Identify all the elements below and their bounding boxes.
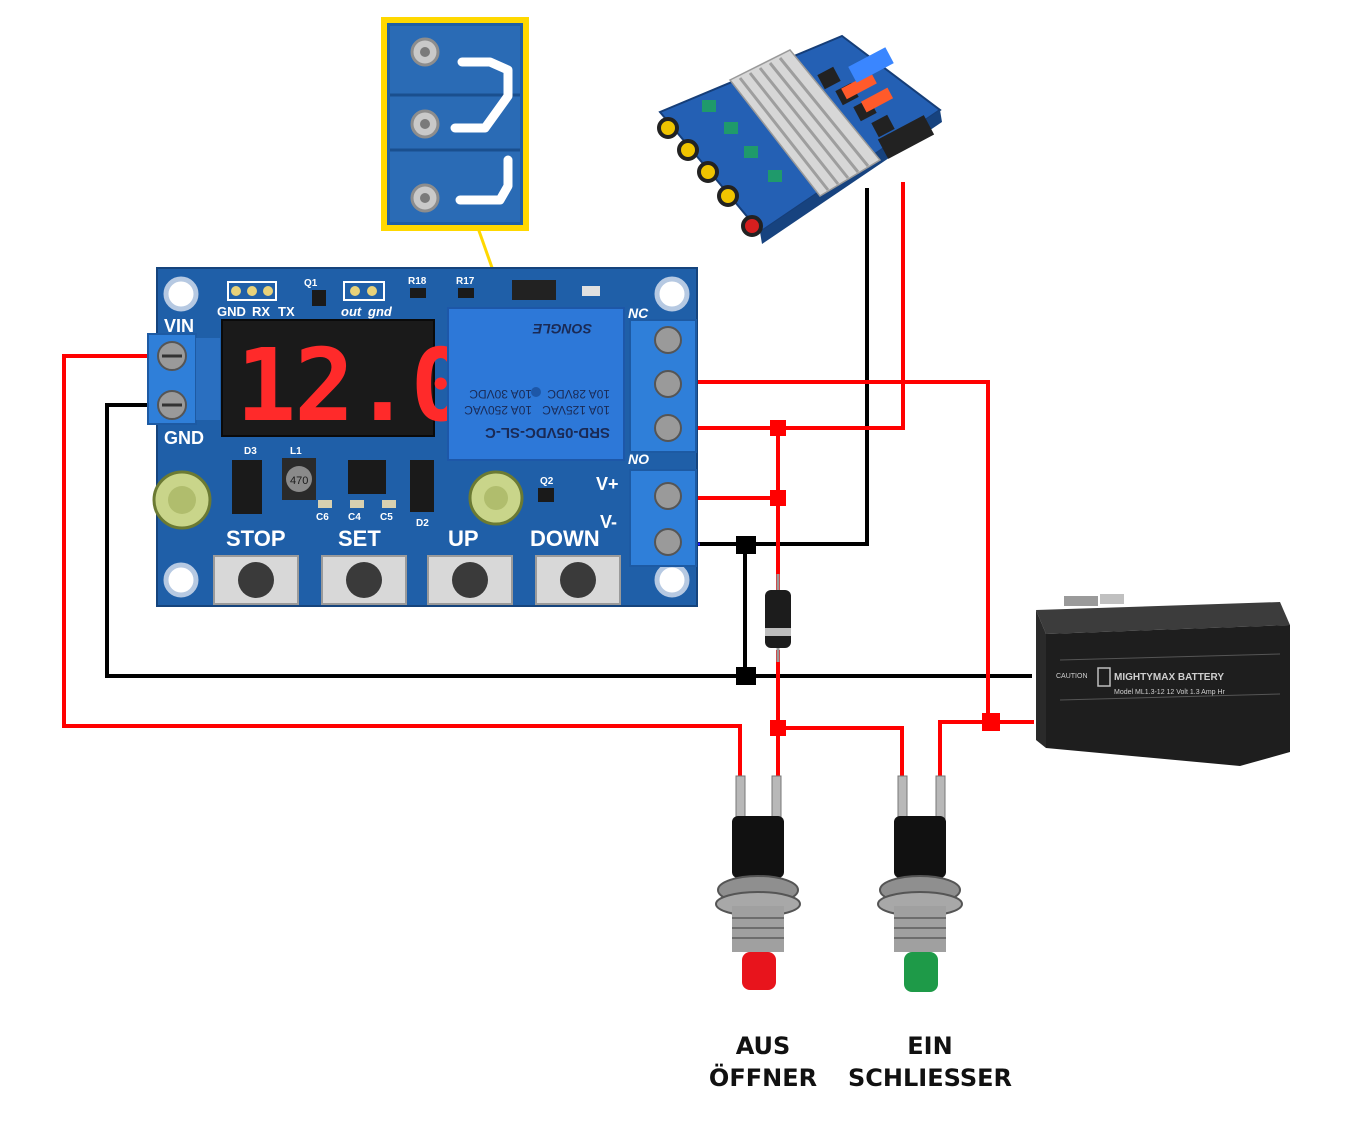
vin-label: VIN xyxy=(164,316,194,336)
d3-label: D3 xyxy=(244,446,257,457)
terminal-block-left: VIN GND xyxy=(147,316,220,448)
battery-brand: MIGHTYMAX BATTERY xyxy=(1114,672,1224,683)
l1-label: L1 xyxy=(290,446,302,457)
relay-contacts-closeup-icon xyxy=(410,37,513,213)
mounting-hole xyxy=(654,562,690,598)
relay-rating-3: 10A 30VDC xyxy=(469,387,532,401)
green-cap xyxy=(904,952,938,992)
switch-captions: AUS ÖFFNER EIN SCHLIESSER xyxy=(709,1032,1012,1092)
battery-logo-icon xyxy=(1097,667,1111,687)
out-label: out xyxy=(341,304,362,319)
mounting-hole xyxy=(654,276,690,312)
wire-gnd-to-battery xyxy=(105,403,1032,678)
wire-com-to-battery xyxy=(678,380,990,722)
terminal-block-power: V+ V- xyxy=(596,469,697,567)
header-label-gnd: GND xyxy=(217,304,246,319)
relay-brand: SONGLE xyxy=(532,321,592,337)
inductor-label: 470 xyxy=(290,475,308,487)
wire-to-on-switch xyxy=(778,726,904,778)
stop-button[interactable] xyxy=(213,555,299,605)
relay-rating-4: 10A 28VDC xyxy=(547,387,610,401)
gnd-terminal-label: GND xyxy=(164,428,204,448)
led xyxy=(582,286,600,296)
junction-dot xyxy=(770,720,786,736)
q2-label: Q2 xyxy=(540,476,554,487)
diode-d3 xyxy=(232,460,262,514)
off-switch-caption-line1: AUS xyxy=(736,1032,791,1060)
r17-label: R17 xyxy=(456,276,475,287)
stop-label: STOP xyxy=(226,526,286,551)
battery-model: Model ML1.3-12 12 Volt 1.3 Amp Hr xyxy=(1114,689,1226,696)
mounting-hole xyxy=(163,562,199,598)
out-header: out gnd xyxy=(341,281,393,319)
vplus-label: V+ xyxy=(596,474,619,494)
c5-label: C5 xyxy=(380,512,393,523)
d2-label: D2 xyxy=(416,518,429,529)
c6-label: C6 xyxy=(316,512,329,523)
c4-label: C4 xyxy=(348,512,361,523)
set-label: SET xyxy=(338,526,381,551)
wire-battery-to-on-switch xyxy=(938,720,1034,778)
relay-model: SRD-05VDC-SL-C xyxy=(485,424,610,441)
set-button[interactable] xyxy=(321,555,407,605)
gnd-label: gnd xyxy=(367,304,393,319)
serial-header: GND RX TX xyxy=(217,281,295,319)
components: D3 L1 470 D2 C6 C4 C5 Q2 xyxy=(152,446,554,530)
up-label: UP xyxy=(448,526,479,551)
seven-segment-display: 12.0 xyxy=(221,319,471,444)
red-cap xyxy=(742,952,776,990)
junction-dot xyxy=(770,420,786,436)
relay: SRD-05VDC-SL-C 10A 250VAC 10A 125VAC 10A… xyxy=(447,307,625,461)
display-value: 12.0 xyxy=(236,327,469,444)
on-switch[interactable] xyxy=(877,775,963,992)
down-button[interactable] xyxy=(535,555,621,605)
module-buttons: STOP SET UP DOWN xyxy=(213,526,621,605)
relay-timer-module: GND RX TX Q1 out gnd R18 R17 12.0 SRD-05… xyxy=(147,267,698,607)
ic-chip xyxy=(348,460,386,494)
relay-contacts-inset xyxy=(381,17,529,231)
amplifier-board-icon xyxy=(657,34,942,244)
down-label: DOWN xyxy=(530,526,600,551)
off-switch-caption-line2: ÖFFNER xyxy=(709,1062,817,1092)
no-label: NO xyxy=(628,451,649,467)
amplifier-board xyxy=(657,34,942,244)
vminus-label: V- xyxy=(600,512,617,532)
junctions xyxy=(736,420,1000,736)
junction-dot xyxy=(982,713,1000,731)
relay-rating-2: 10A 125VAC xyxy=(542,403,610,417)
junction-dot xyxy=(736,667,756,685)
header-label-rx: RX xyxy=(252,304,270,319)
terminal-block-relay: NC NO xyxy=(628,305,697,467)
header-label-tx: TX xyxy=(278,304,295,319)
r18-label: R18 xyxy=(408,276,427,287)
junction-dot xyxy=(770,490,786,506)
wire-no-to-amp xyxy=(678,182,905,430)
diode xyxy=(765,574,791,662)
on-switch-caption-line1: EIN xyxy=(907,1032,952,1060)
junction-dot xyxy=(736,536,756,554)
relay-rating-1: 10A 250VAC xyxy=(464,403,532,417)
wire-vin-to-off-switch xyxy=(62,354,742,778)
q1-label: Q1 xyxy=(304,278,318,289)
diode-d2 xyxy=(410,460,434,512)
nc-label: NC xyxy=(628,305,649,321)
on-switch-caption-line2: SCHLIESSER xyxy=(848,1064,1012,1092)
mounting-hole xyxy=(163,276,199,312)
up-button[interactable] xyxy=(427,555,513,605)
smd-diode xyxy=(512,280,556,300)
battery: MIGHTYMAX BATTERY Model ML1.3-12 12 Volt… xyxy=(1036,594,1290,766)
off-switch[interactable] xyxy=(715,775,801,990)
knob-group xyxy=(657,100,782,237)
battery-caution: CAUTION xyxy=(1056,673,1088,680)
